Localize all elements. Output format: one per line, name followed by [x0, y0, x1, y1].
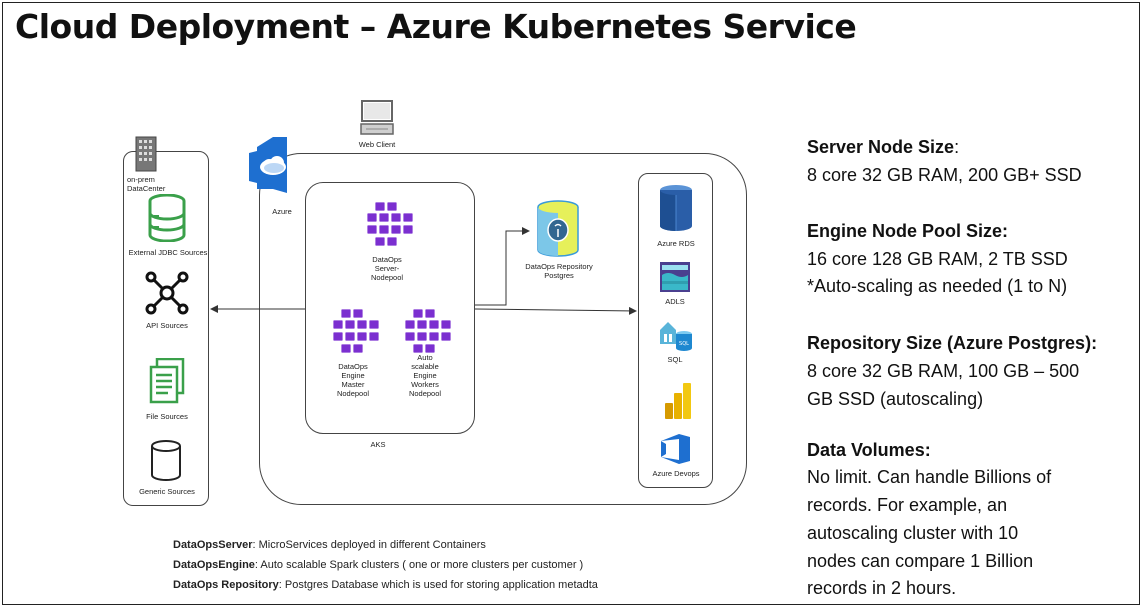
repository-size-value-1: 8 core 32 GB RAM, 100 GB – 500 — [807, 361, 1080, 381]
footnote-repository: DataOps Repository: Postgres Database wh… — [173, 579, 598, 591]
svg-text:SQL: SQL — [679, 341, 689, 347]
server-nodepool-icon — [366, 201, 414, 247]
server-node-size-title: Server Node Size: — [807, 137, 960, 157]
azure-rds-icon — [660, 185, 692, 231]
api-network-icon — [145, 271, 189, 315]
sql-label: SQL — [667, 355, 683, 364]
engine-node-pool-title: Engine Node Pool Size: — [807, 221, 1009, 241]
footnote-server: DataOpsServer: MicroServices deployed in… — [173, 539, 486, 551]
repository-size-title: Repository Size (Azure Postgres): — [807, 333, 1098, 353]
engine-node-pool-value: 16 core 128 GB RAM, 2 TB SSD — [807, 249, 1068, 269]
connector-lines — [210, 227, 637, 315]
data-volumes-line-3: autoscaling cluster with 10 — [807, 523, 1019, 543]
data-volumes-line-4: nodes can compare 1 Billion — [807, 551, 1034, 571]
data-volumes-title: Data Volumes: — [807, 440, 931, 460]
web-client-icon — [360, 100, 394, 135]
footnote-engine: DataOpsEngine: Auto scalable Spark clust… — [173, 559, 584, 571]
onprem-label: on-prem DataCenter — [127, 175, 166, 193]
aks-label: AKS — [370, 440, 386, 449]
targets-container — [638, 173, 713, 488]
engine-master-label: DataOps Engine Master Nodepool — [336, 362, 370, 398]
azure-devops-logo-icon — [249, 137, 287, 193]
jdbc-sources-label: External JDBC Sources — [128, 248, 208, 257]
repository-label: DataOps Repository Postgres — [525, 262, 593, 280]
azure-label: Azure — [272, 207, 292, 216]
azure-container — [259, 153, 747, 505]
server-node-size-value: 8 core 32 GB RAM, 200 GB+ SSD — [807, 165, 1082, 185]
file-sources-icon — [149, 358, 185, 404]
engine-autoscaling-note: *Auto-scaling as needed (1 to N) — [807, 276, 1068, 296]
building-icon — [135, 136, 157, 172]
web-client-label: Web Client — [358, 140, 396, 149]
adls-label: ADLS — [665, 297, 685, 306]
engine-workers-label: Auto scalable Engine Workers Nodepool — [408, 353, 442, 398]
generic-sources-label: Generic Sources — [139, 487, 195, 496]
repository-size-value-2: GB SSD (autoscaling) — [807, 389, 984, 409]
data-volumes-line-2: records. For example, an — [807, 495, 1008, 515]
file-sources-label: File Sources — [146, 412, 188, 421]
sources-container — [123, 151, 209, 506]
engine-master-nodepool-icon — [332, 308, 380, 354]
engine-workers-nodepool-icon — [404, 308, 452, 354]
postgres-repository-icon — [537, 200, 579, 257]
azure-devops-label: Azure Devops — [652, 469, 700, 478]
sql-icon: SQL — [660, 322, 692, 351]
api-sources-label: API Sources — [146, 321, 188, 330]
azure-devops-icon — [661, 434, 690, 464]
power-bi-icon — [665, 383, 691, 419]
azure-rds-label: Azure RDS — [657, 239, 695, 248]
database-green-icon — [148, 194, 186, 242]
data-volumes-line-5: records in 2 hours. — [807, 578, 957, 598]
generic-database-icon — [151, 440, 181, 481]
page-title: Cloud Deployment – Azure Kubernetes Serv… — [15, 7, 857, 46]
adls-icon — [660, 262, 690, 292]
server-nodepool-label: DataOps Server- Nodepool — [370, 255, 404, 282]
aks-container — [305, 182, 475, 434]
data-volumes-line-1: No limit. Can handle Billions of — [807, 467, 1052, 487]
